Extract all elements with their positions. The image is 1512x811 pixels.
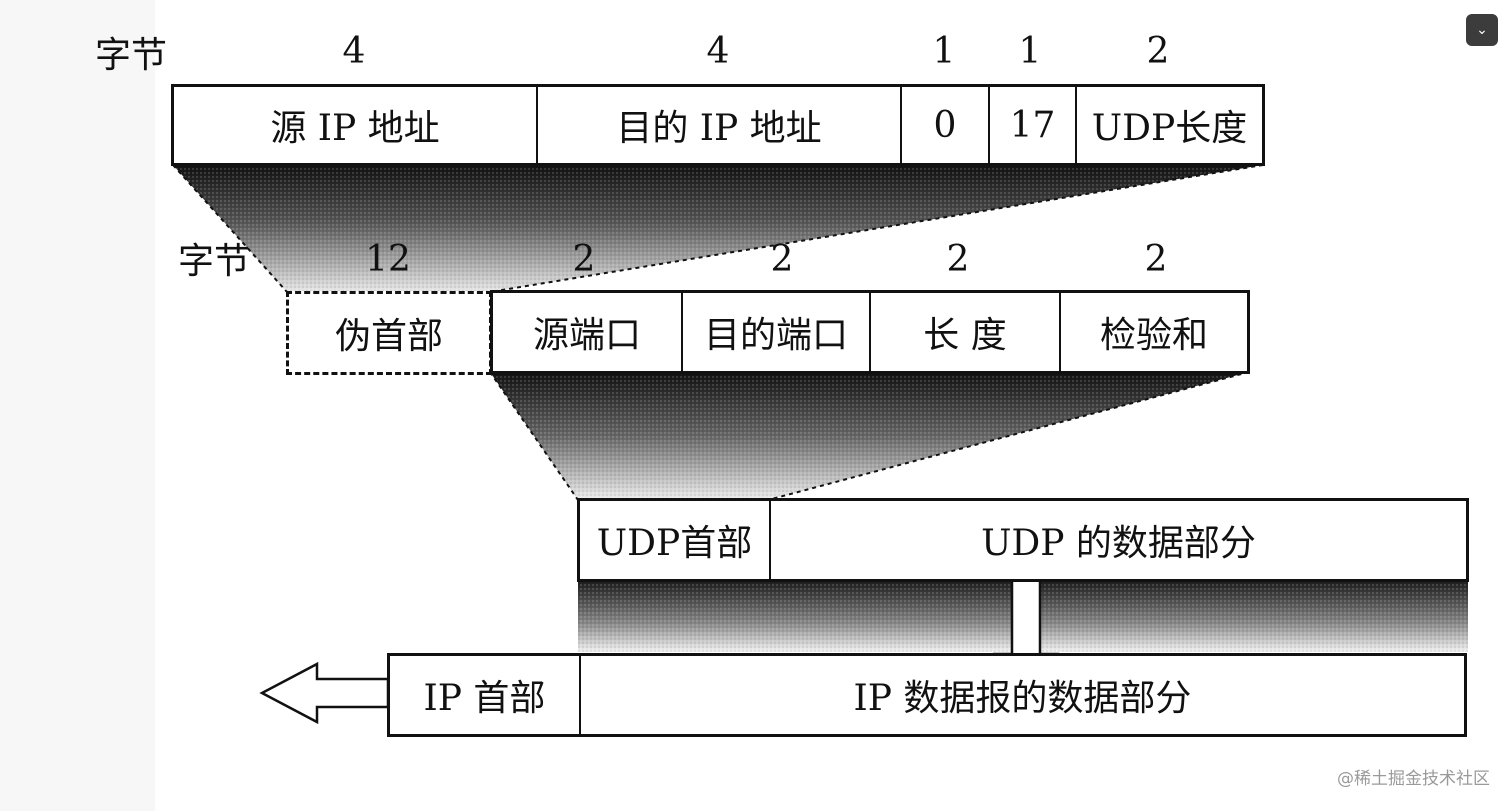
udp-header-row: 源端口 目的端口 长 度 检验和 [490, 290, 1250, 374]
wedge-ip-pseudo [172, 164, 1264, 293]
byte-size-label: 1 [932, 31, 956, 72]
left-margin [0, 0, 155, 811]
watermark: @稀土掘金技术社区 [1337, 769, 1490, 789]
collapse-button[interactable]: ⌄ [1466, 14, 1498, 46]
byte-size-label: 2 [1144, 239, 1168, 280]
byte-size-label: 4 [342, 31, 366, 72]
byte-size-label: 12 [365, 239, 411, 280]
field-ip-header: IP 首部 [390, 656, 581, 734]
field-checksum: 检验和 [1099, 315, 1208, 356]
field-destination-port: 目的端口 [683, 293, 871, 371]
left-arrow [259, 661, 390, 725]
byte-size-label: 1 [1018, 31, 1042, 72]
field-udp-length: UDP长度 [1091, 108, 1248, 149]
field-source-port: 源端口 [493, 293, 683, 371]
field-source-ip: 源 IP 地址 [174, 87, 538, 163]
field-udp-header: UDP首部 [580, 501, 771, 579]
field-udp-data: UDP 的数据部分 [981, 523, 1256, 564]
field-pseudo-header: 伪首部 [286, 291, 492, 375]
byte-unit-label-row1: 字节 [95, 35, 168, 76]
byte-size-label: 4 [706, 31, 730, 72]
byte-unit-label-row2: 字节 [178, 241, 251, 282]
byte-size-label: 2 [770, 239, 794, 280]
ip-datagram-row: IP 首部 IP 数据报的数据部分 [387, 653, 1467, 737]
byte-size-label: 2 [572, 239, 596, 280]
ip-pseudo-header-row: 源 IP 地址 目的 IP 地址 0 17 UDP长度 [171, 84, 1265, 166]
byte-size-label: 2 [1146, 31, 1170, 72]
udp-datagram-row: UDP首部 UDP 的数据部分 [577, 498, 1469, 582]
field-length: 长 度 [871, 293, 1061, 371]
byte-size-label: 2 [946, 239, 970, 280]
wedge-udp-header [489, 371, 1250, 501]
field-protocol: 17 [990, 87, 1077, 163]
chevron-down-icon: ⌄ [1476, 22, 1488, 38]
field-zero: 0 [902, 87, 990, 163]
field-ip-data: IP 数据报的数据部分 [853, 678, 1192, 719]
field-destination-ip: 目的 IP 地址 [538, 87, 902, 163]
